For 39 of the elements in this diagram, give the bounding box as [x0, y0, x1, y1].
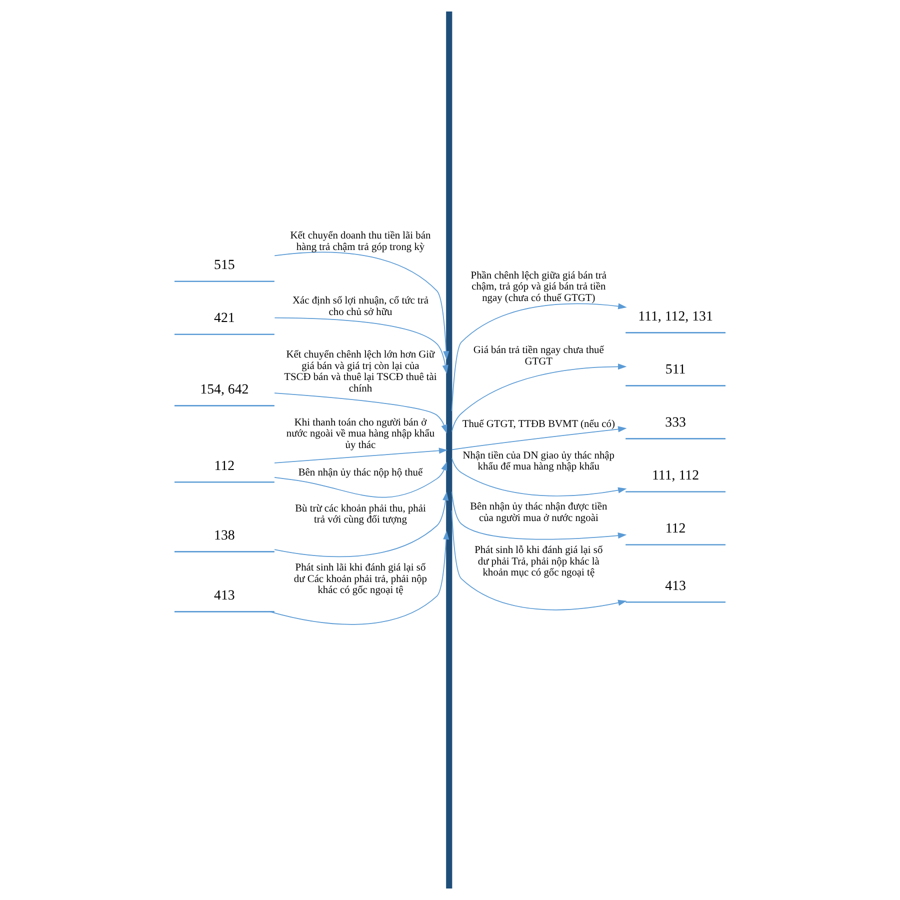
arrow — [451, 364, 627, 432]
edge-label: Bên nhận ủy thác nộp hộ thuế — [298, 468, 423, 479]
arrow — [451, 458, 627, 496]
arrow — [451, 426, 627, 450]
arrow — [451, 510, 627, 610]
edge-label: Bên nhận ủy thác nhận được tiền của người mua ở nước ngoài — [470, 502, 608, 524]
node-text: 511 — [665, 362, 686, 378]
edge-label: Thuế GTGT, TTĐB BVMT (nếu có) — [462, 419, 615, 430]
arrow — [274, 317, 448, 374]
edge-label: Phát sinh lỗ khi đánh giá lại số dư phải Trả, phải nộp khác là khoản mục có gốc ngoại tệ — [474, 545, 603, 579]
arrow — [274, 492, 449, 558]
arrow — [274, 448, 448, 464]
node-bar — [446, 12, 452, 888]
node-text: 138 — [214, 528, 235, 544]
node-text: 154, 642 — [200, 382, 249, 398]
edge-label: Khi thanh toán cho người bán ở nước ngoài về mua hàng nhập khẩu ủy thác — [286, 417, 435, 451]
node-text: 112 — [665, 521, 686, 536]
edge-label: Nhận tiền của DN giao ủy thác nhập khẩu để mua hàng nhập khẩu — [462, 450, 615, 473]
node-text: 333 — [665, 415, 686, 430]
edge-label: Bù trừ các khoản phải thu, phải trả với cùng đối tượng — [295, 503, 426, 526]
edge-label: Giá bán trả tiền ngay chưa thuế GTGT — [473, 345, 604, 368]
arrow — [274, 462, 447, 498]
node-text: 111, 112 — [652, 468, 700, 484]
edge-label: Xác định số lợi nhuận, cổ tức trả cho chủ sở hữu — [292, 296, 428, 318]
arrow — [451, 491, 627, 540]
arrow — [269, 530, 450, 625]
edge-label: Phát sinh lãi khi đánh giá lại số dư Các khoản phải trả, phải nộp khác có gốc ngoại tệ — [294, 562, 428, 596]
node-text: 515 — [214, 258, 235, 274]
edge-label: Kết chuyển doanh thu tiền lãi bán hàng trả chậm trả góp trong kỳ — [290, 230, 431, 253]
edge-label: Kết chuyển chênh lệch lớn hơn Giữ giá bán và giá trị còn lại của TSCĐ bán và thuê lại TSCĐ thuê tài chính — [284, 350, 437, 394]
arrow — [274, 392, 448, 434]
node-text: 111, 112, 131 — [638, 309, 713, 324]
node-text: 413 — [214, 588, 235, 604]
node-text: 413 — [665, 578, 686, 594]
node-text: 421 — [214, 311, 235, 326]
arrow — [274, 252, 450, 360]
node-text: 112 — [214, 458, 235, 474]
arrow — [451, 303, 627, 412]
edge-label: Phần chênh lệch giữa giá bán trả chậm, trả góp và giá bán trả tiền ngay (chưa có thuế GTGT) — [470, 270, 606, 304]
